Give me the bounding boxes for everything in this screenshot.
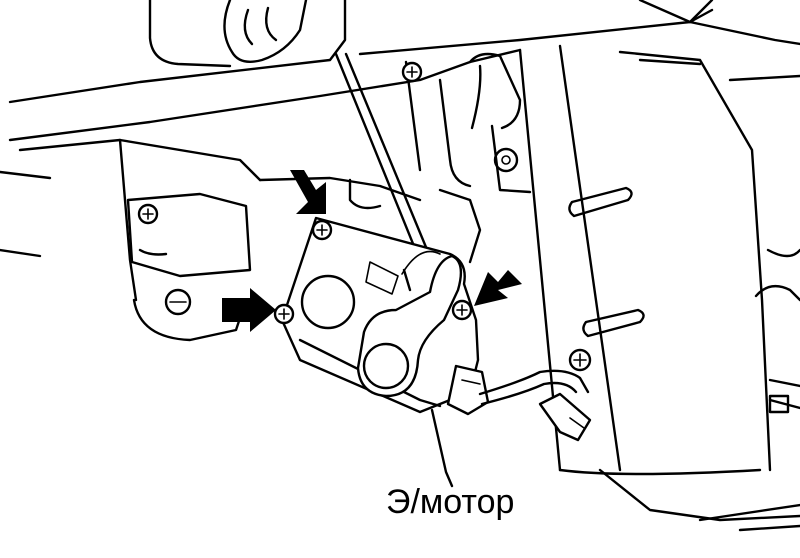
screw-top [311,219,333,241]
arrow-left-icon [222,288,276,332]
callout-leader-line [430,408,454,488]
wiring-harness [478,369,592,442]
actuator-motor-label: Э/мотор [386,483,515,521]
arrow-top-icon [290,170,326,214]
screw-left [273,303,295,325]
lower-right-detail [598,468,800,532]
arrow-right-icon [474,270,522,306]
right-duct-panel [518,44,800,476]
upper-housing [8,0,800,142]
actuator-motor [280,216,490,416]
mounting-frame [258,176,482,264]
screw-right [451,299,473,321]
screw-lower-right [568,348,592,372]
hose-assembly [401,52,532,194]
link-rod [334,52,430,258]
left-bracket [0,138,262,342]
